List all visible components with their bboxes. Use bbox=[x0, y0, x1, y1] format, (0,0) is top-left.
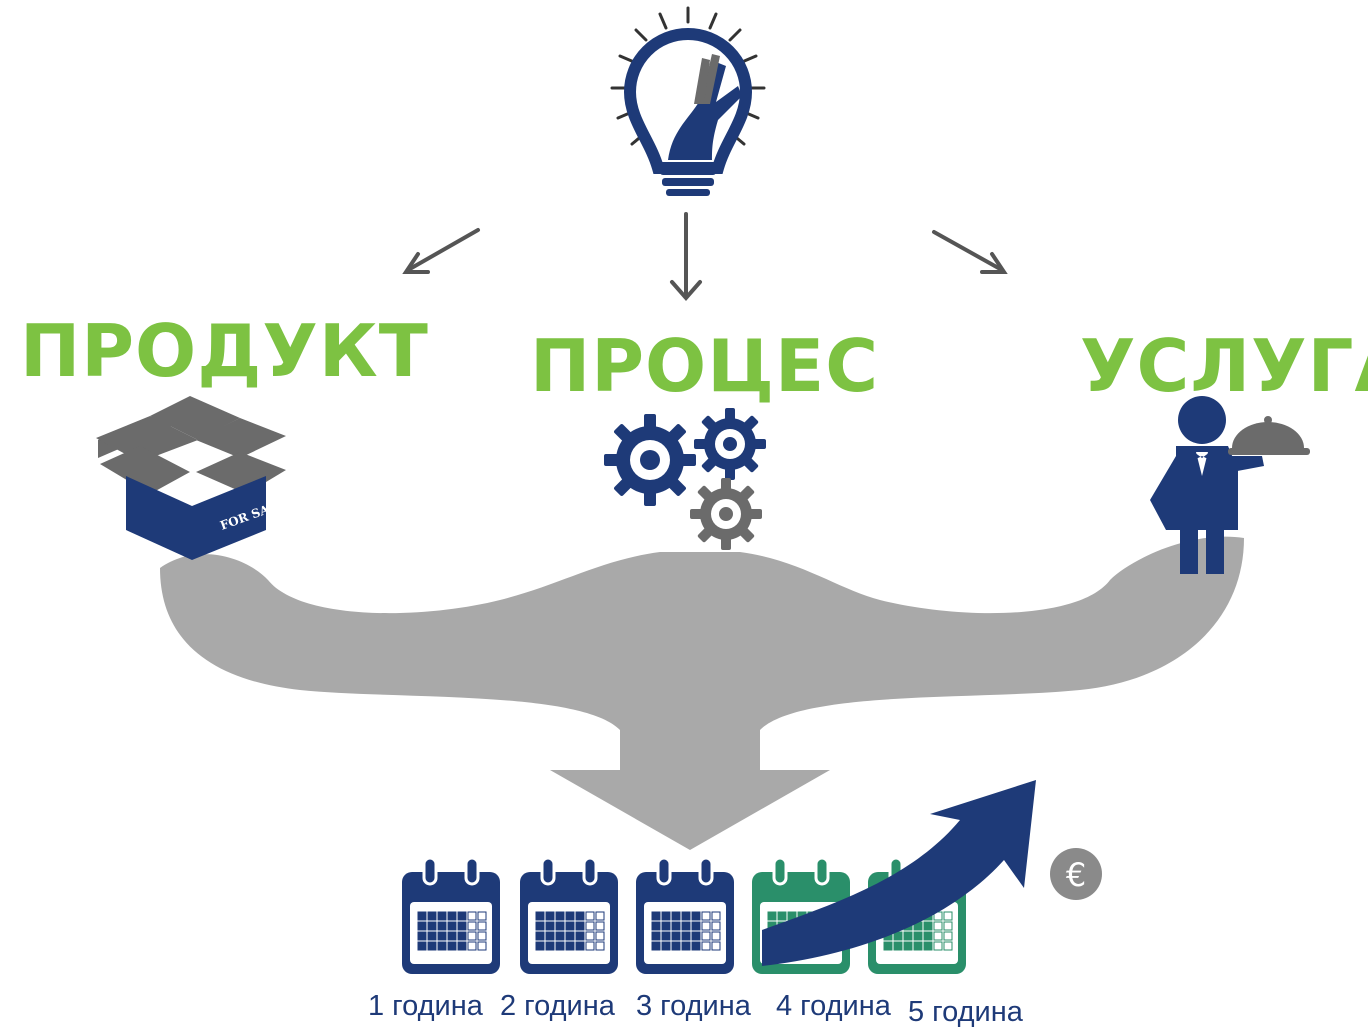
waiter-icon bbox=[1150, 396, 1310, 574]
calendar-icon bbox=[402, 856, 500, 974]
gears-icon bbox=[604, 408, 766, 550]
branch-arrows bbox=[402, 212, 1008, 302]
lightbulb-hand-icon bbox=[610, 6, 766, 196]
open-box-icon: FOR SALE bbox=[96, 396, 288, 560]
year-label-3: 3 година bbox=[636, 990, 751, 1022]
year-label-4: 4 година bbox=[776, 990, 891, 1022]
category-process: ПРОЦЕС bbox=[530, 324, 880, 408]
year-label-1: 1 година bbox=[368, 990, 483, 1022]
year-label-2: 2 година bbox=[500, 990, 615, 1022]
category-product: ПРОДУКТ bbox=[20, 309, 429, 393]
growth-arrow-icon bbox=[762, 780, 1036, 966]
euro-coin-icon: € bbox=[1050, 848, 1102, 900]
category-service: УСЛУГА bbox=[1080, 324, 1368, 408]
year-label-5: 5 година bbox=[908, 996, 1023, 1028]
merge-arrow bbox=[160, 536, 1244, 850]
calendar-icon bbox=[520, 856, 618, 974]
calendar-icon bbox=[636, 856, 734, 974]
euro-symbol: € bbox=[1066, 856, 1086, 894]
